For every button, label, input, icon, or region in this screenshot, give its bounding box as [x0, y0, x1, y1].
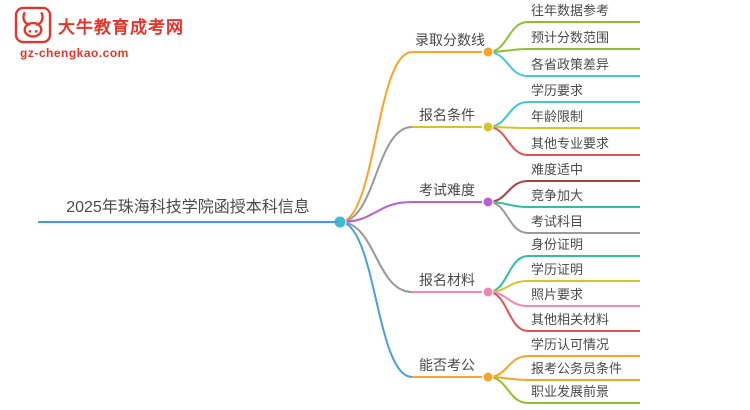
- leaf-node-label: 预计分数范围: [531, 30, 610, 45]
- edge: [487, 126, 529, 156]
- leaf-node: 学历认可情况: [528, 337, 640, 357]
- branch-node-label: 考试难度: [419, 182, 475, 198]
- edge: [487, 355, 529, 378]
- branch-node: 能否考公: [412, 356, 482, 378]
- branch-node-label: 能否考公: [419, 357, 475, 373]
- branch-circle: [482, 121, 494, 133]
- leaf-node-label: 学历认可情况: [531, 337, 610, 352]
- branch-node-label: 录取分数线: [415, 32, 485, 48]
- edge: [339, 201, 413, 223]
- edge: [487, 201, 529, 208]
- leaf-node: 身份证明: [528, 237, 640, 257]
- logo-title: 大牛教育成考网: [58, 17, 184, 37]
- leaf-node-label: 考试科目: [531, 214, 584, 229]
- leaf-node-label: 身份证明: [531, 237, 584, 252]
- edge: [487, 291, 529, 307]
- branch-node-label: 报名条件: [419, 107, 475, 123]
- leaf-node: 其他专业要求: [528, 136, 640, 156]
- edge: [487, 201, 529, 234]
- edge: [487, 280, 529, 293]
- leaf-node: 考试科目: [528, 214, 640, 234]
- edge: [487, 255, 529, 293]
- edge: [339, 221, 413, 293]
- leaf-node-label: 往年数据参考: [531, 3, 610, 18]
- leaf-node-label: 学历证明: [531, 262, 584, 277]
- leaf-node-label: 年龄限制: [531, 109, 584, 124]
- branch-circle: [482, 196, 494, 208]
- leaf-node: 学历证明: [528, 262, 640, 282]
- leaf-node-label: 照片要求: [531, 287, 584, 302]
- site-logo: 大牛教育成考网 gz-chengkao.com: [14, 6, 184, 60]
- branch-node: 考试难度: [412, 181, 482, 203]
- leaf-node: 其他相关材料: [528, 312, 640, 332]
- logo-url: gz-chengkao.com: [20, 46, 129, 60]
- edge: [487, 48, 529, 53]
- branch-circle: [482, 371, 494, 383]
- edge: [487, 101, 529, 128]
- leaf-node: 报考公务员条件: [528, 361, 640, 381]
- leaf-node-label: 其他专业要求: [531, 136, 610, 151]
- leaf-node: 各省政策差异: [528, 57, 640, 77]
- leaf-node: 照片要求: [528, 287, 640, 307]
- logo-row: 大牛教育成考网: [14, 6, 184, 44]
- root-node: 2025年珠海科技学院函授本科信息: [38, 198, 338, 223]
- leaf-node-label: 各省政策差异: [531, 57, 610, 72]
- edge: [339, 51, 413, 223]
- leaf-node-label: 学历要求: [531, 83, 584, 98]
- edge: [487, 126, 529, 129]
- leaf-node-label: 其他相关材料: [531, 312, 610, 327]
- leaf-node: 年龄限制: [528, 109, 640, 129]
- branch-node: 录取分数线: [412, 31, 485, 53]
- leaf-node: 预计分数范围: [528, 30, 640, 50]
- edge: [487, 376, 529, 404]
- branch-node: 报名材料: [412, 271, 482, 293]
- edge: [339, 221, 413, 378]
- leaf-node-label: 难度适中: [531, 162, 584, 177]
- edge: [487, 180, 529, 203]
- leaf-node-label: 报考公务员条件: [531, 361, 623, 376]
- edge: [487, 21, 529, 53]
- edge: [339, 126, 413, 223]
- root-node-label: 2025年珠海科技学院函授本科信息: [66, 199, 310, 216]
- leaf-node: 竞争加大: [528, 188, 640, 208]
- edge: [487, 291, 529, 332]
- leaf-node: 往年数据参考: [528, 3, 640, 23]
- leaf-node: 职业发展前景: [528, 384, 640, 404]
- bull-icon: [14, 6, 52, 44]
- leaf-node: 难度适中: [528, 162, 640, 182]
- leaf-node-label: 职业发展前景: [531, 384, 610, 399]
- branch-node-label: 报名材料: [419, 272, 475, 288]
- edge: [487, 51, 529, 77]
- branch-node: 报名条件: [412, 106, 482, 128]
- edge: [487, 376, 529, 381]
- leaf-node: 学历要求: [528, 83, 640, 103]
- leaf-node-label: 竞争加大: [531, 188, 584, 203]
- branch-circle: [482, 286, 494, 298]
